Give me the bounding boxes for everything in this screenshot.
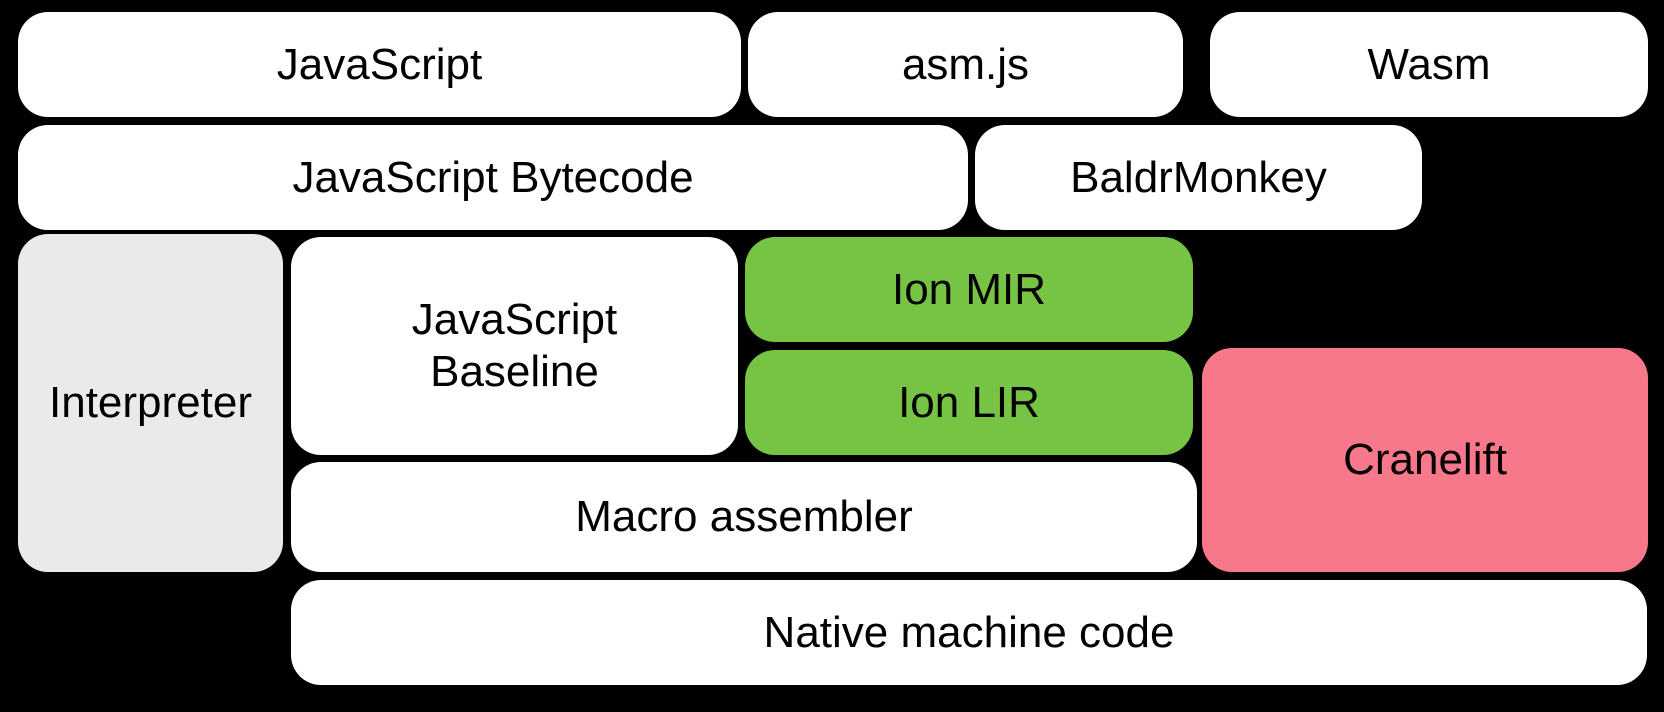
- node-javascript-label: JavaScript: [276, 39, 483, 89]
- node-interpreter-label: Interpreter: [49, 378, 252, 428]
- node-wasm: Wasm: [1210, 12, 1648, 117]
- node-javascript-baseline: JavaScript Baseline: [291, 237, 738, 455]
- node-asmjs-label: asm.js: [901, 39, 1030, 89]
- node-baldrmonkey-label: BaldrMonkey: [1070, 152, 1327, 202]
- node-native-machine-code: Native machine code: [291, 580, 1647, 685]
- node-ion-lir: Ion LIR: [745, 350, 1193, 455]
- node-ion-mir: Ion MIR: [745, 237, 1193, 342]
- node-cranelift: Cranelift: [1202, 348, 1648, 572]
- node-interpreter: Interpreter: [18, 234, 283, 572]
- node-baldrmonkey: BaldrMonkey: [975, 125, 1422, 230]
- node-asmjs: asm.js: [748, 12, 1183, 117]
- node-wasm-label: Wasm: [1367, 39, 1491, 89]
- node-javascript-bytecode-label: JavaScript Bytecode: [292, 152, 694, 202]
- node-macro-assembler: Macro assembler: [291, 462, 1197, 572]
- node-javascript-baseline-label: JavaScript Baseline: [411, 295, 618, 396]
- node-macro-assembler-label: Macro assembler: [575, 492, 913, 542]
- node-native-machine-code-label: Native machine code: [763, 607, 1175, 657]
- node-ion-mir-label: Ion MIR: [891, 264, 1047, 314]
- node-ion-lir-label: Ion LIR: [898, 377, 1040, 427]
- node-javascript: JavaScript: [18, 12, 741, 117]
- node-cranelift-label: Cranelift: [1343, 435, 1507, 485]
- node-javascript-bytecode: JavaScript Bytecode: [18, 125, 968, 230]
